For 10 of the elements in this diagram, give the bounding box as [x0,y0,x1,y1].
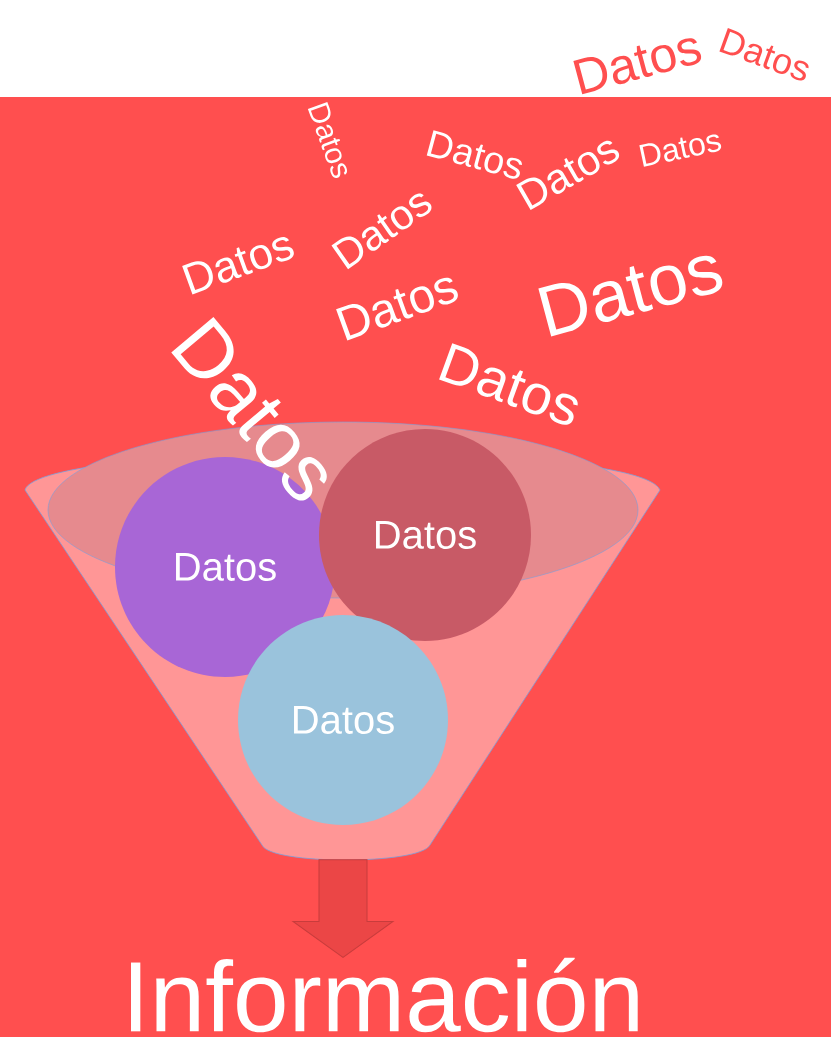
arrow [292,859,394,958]
floating-word: Datos [336,277,458,341]
floating-word: Datos [538,255,723,337]
floating-word: Datos [639,134,722,167]
floating-word: Datos [573,38,702,95]
floating-word: Datos [719,28,809,81]
result-text: Información [131,957,638,1033]
floating-word: Datos [439,343,578,425]
floating-word: Datos [182,237,294,295]
floating-word: Datos [307,101,348,179]
